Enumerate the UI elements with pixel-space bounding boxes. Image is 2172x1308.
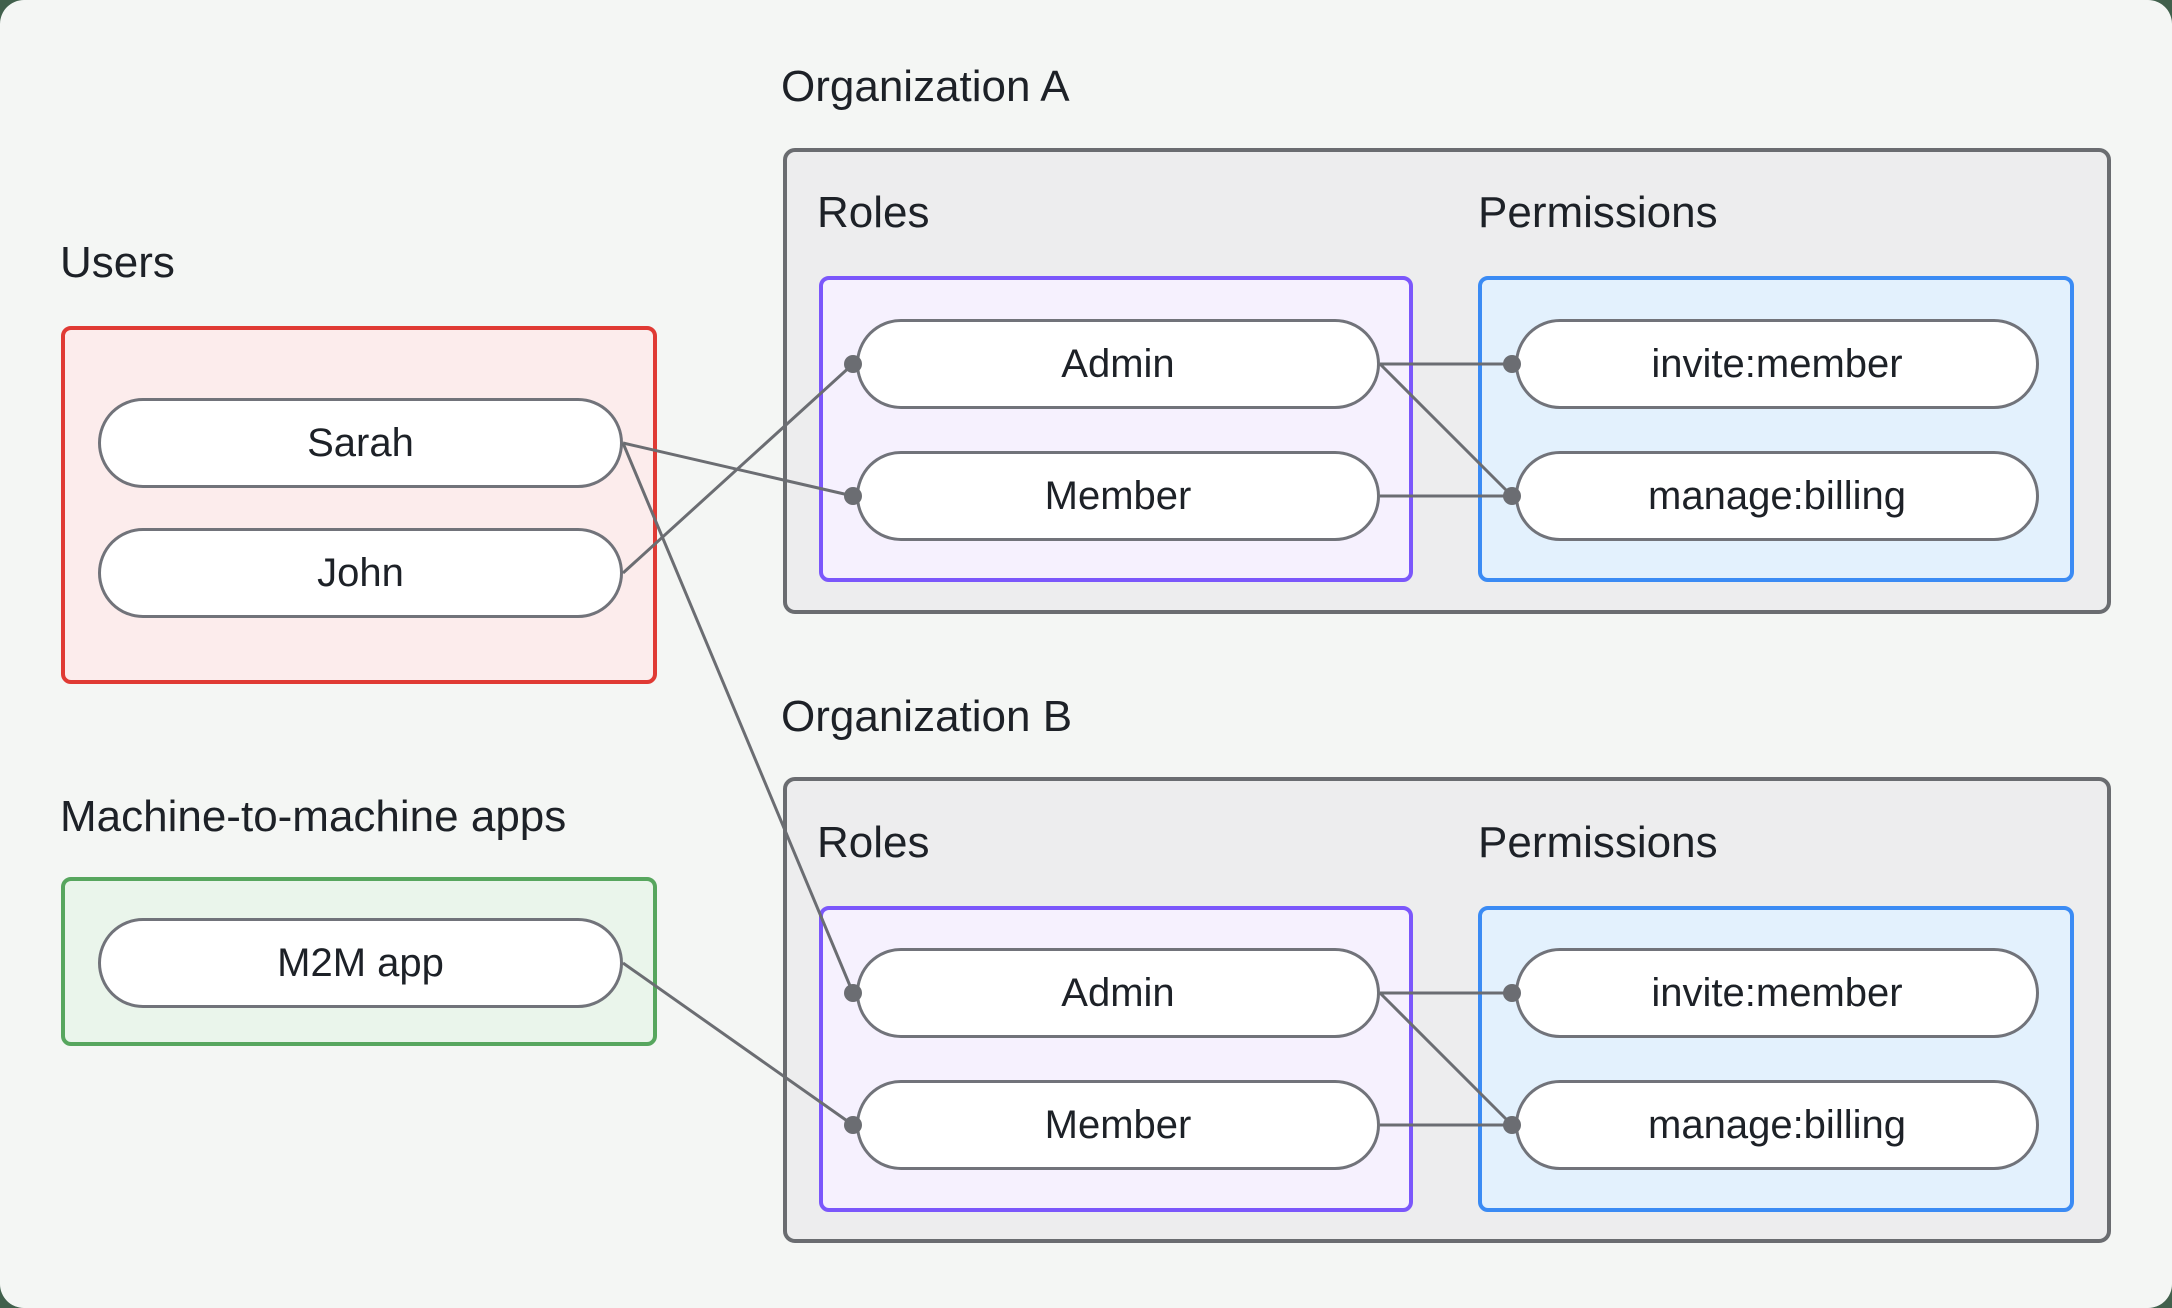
org-a-permission-invite-member-label: invite:member bbox=[1651, 341, 1903, 386]
org-a-role-admin-label: Admin bbox=[1061, 341, 1175, 386]
org-b-permission-invite-member: invite:member bbox=[1515, 948, 2039, 1038]
m2m-group-label: Machine-to-machine apps bbox=[60, 792, 567, 841]
org-a-role-member-label: Member bbox=[1044, 473, 1192, 518]
users-group-label: Users bbox=[60, 238, 175, 287]
org-b-role-admin-label: Admin bbox=[1061, 970, 1175, 1015]
org-b-role-member: Member bbox=[856, 1080, 1380, 1170]
user-node-sarah: Sarah bbox=[98, 398, 623, 488]
org-b-roles-label: Roles bbox=[817, 818, 930, 867]
user-node-john: John bbox=[98, 528, 623, 618]
m2m-node-app-label: M2M app bbox=[277, 940, 444, 985]
org-b-permission-invite-member-label: invite:member bbox=[1651, 970, 1903, 1015]
user-node-john-label: John bbox=[317, 550, 404, 595]
org-b-permission-manage-billing: manage:billing bbox=[1515, 1080, 2039, 1170]
org-b-permission-manage-billing-label: manage:billing bbox=[1648, 1102, 1906, 1147]
org-a-permission-invite-member: invite:member bbox=[1515, 319, 2039, 409]
users-group-box bbox=[61, 326, 657, 684]
org-a-role-member: Member bbox=[856, 451, 1380, 541]
org-b-title: Organization B bbox=[781, 692, 1073, 741]
org-a-permission-manage-billing: manage:billing bbox=[1515, 451, 2039, 541]
org-a-permissions-label: Permissions bbox=[1478, 188, 1718, 237]
org-b-permissions-label: Permissions bbox=[1478, 818, 1718, 867]
m2m-node-app: M2M app bbox=[98, 918, 623, 1008]
org-a-roles-label: Roles bbox=[817, 188, 930, 237]
org-a-title: Organization A bbox=[781, 62, 1070, 111]
org-a-role-admin: Admin bbox=[856, 319, 1380, 409]
org-b-role-admin: Admin bbox=[856, 948, 1380, 1038]
user-node-sarah-label: Sarah bbox=[307, 420, 414, 465]
org-a-permission-manage-billing-label: manage:billing bbox=[1648, 473, 1906, 518]
org-b-role-member-label: Member bbox=[1044, 1102, 1192, 1147]
